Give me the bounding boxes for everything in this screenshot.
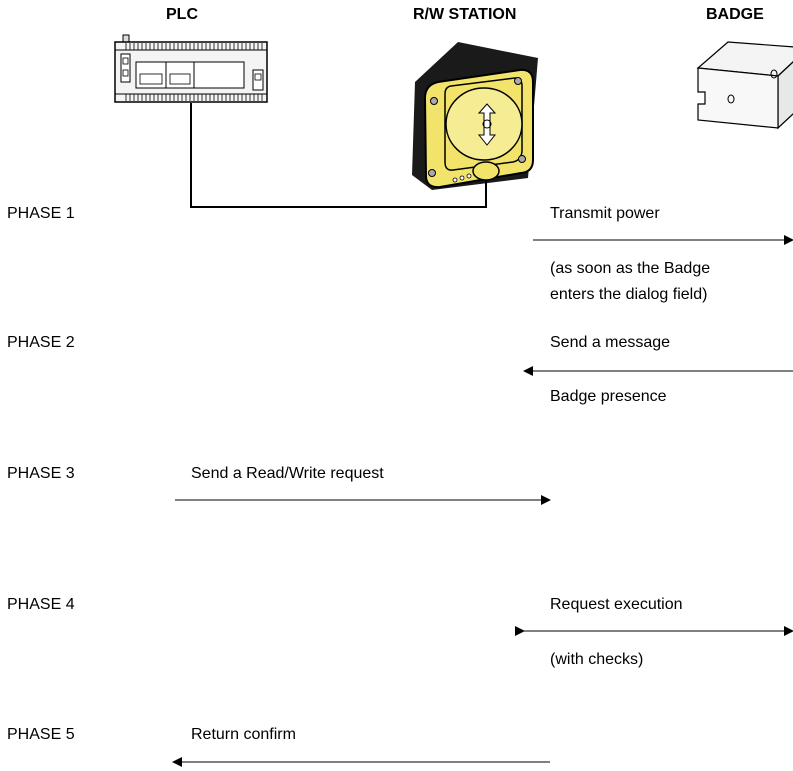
station-header: R/W STATION	[413, 6, 517, 23]
rw-station-icon	[412, 42, 538, 190]
phase-5-message: Return confirm	[191, 726, 296, 743]
phase-4-label: PHASE 4	[7, 596, 75, 613]
phase-2-note: Badge presence	[550, 388, 667, 405]
phase-1-note-line-1: (as soon as the Badge	[550, 260, 711, 277]
phase-4-message: Request execution	[550, 596, 683, 613]
plc-station-cable	[190, 103, 487, 208]
phase-1-message: Transmit power	[550, 205, 660, 222]
plc-device-icon	[114, 34, 268, 103]
phase-1-label: PHASE 1	[7, 205, 75, 222]
phase-4-note: (with checks)	[550, 651, 644, 668]
phase-3-label: PHASE 3	[7, 465, 75, 482]
phase-5-label: PHASE 5	[7, 726, 75, 743]
phase-1-note-line-2: enters the dialog field)	[550, 286, 708, 303]
badge-header: BADGE	[706, 6, 764, 23]
plc-header: PLC	[166, 6, 198, 23]
badge-tag-icon	[696, 41, 793, 130]
phase-2-label: PHASE 2	[7, 334, 75, 351]
phase-3-message: Send a Read/Write request	[191, 465, 384, 482]
phase-2-message: Send a message	[550, 334, 671, 351]
